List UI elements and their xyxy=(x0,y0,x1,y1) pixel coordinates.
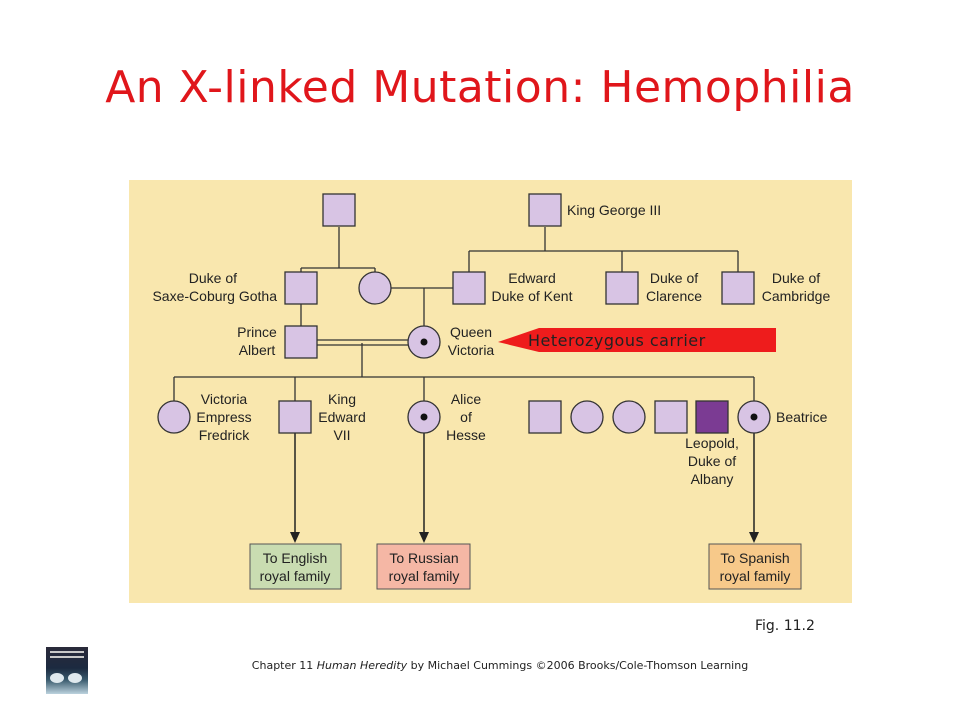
victoria-empress-circle xyxy=(157,400,191,434)
empress-label-1: Victoria xyxy=(201,391,248,407)
leopold-label-3: Albany xyxy=(691,471,734,487)
leopold-affected-square xyxy=(695,400,729,434)
cambridge-label-2: Cambridge xyxy=(762,288,831,304)
english-royal-family-box xyxy=(249,543,342,590)
sibling-female-circle-1 xyxy=(570,400,604,434)
footer-book-title: Human Heredity xyxy=(316,659,408,672)
queen-victoria-carrier-dot xyxy=(420,338,428,346)
spanish-box-label-1: To Spanish xyxy=(720,550,789,566)
sibling-male-square-2 xyxy=(654,400,688,434)
spanish-box-label-2: royal family xyxy=(720,568,791,584)
king-george-label: King George III xyxy=(567,202,661,218)
edward7-label-2: Edward xyxy=(318,409,365,425)
clarence-label-1: Duke of xyxy=(650,270,698,286)
russian-box-label-2: royal family xyxy=(389,568,460,584)
prince-albert-square xyxy=(284,325,318,359)
arrowheads xyxy=(290,532,759,543)
leopold-label-2: Duke of xyxy=(688,453,736,469)
alice-carrier-dot xyxy=(420,413,428,421)
alice-label-3: Hesse xyxy=(446,427,486,443)
english-box-label-1: To English xyxy=(263,550,328,566)
victoria-label-2: Victoria xyxy=(448,342,495,358)
english-box-label-2: royal family xyxy=(260,568,331,584)
victoria-label-1: Queen xyxy=(450,324,492,340)
leopold-label-1: Leopold, xyxy=(685,435,739,451)
footer-chapter: Chapter 11 xyxy=(251,659,314,672)
empress-label-2: Empress xyxy=(196,409,251,425)
edward-duke-kent-square xyxy=(452,271,486,305)
pedigree-figure: King George III Duke of Saxe-Coburg Goth… xyxy=(129,180,852,603)
empress-label-3: Fredrick xyxy=(199,427,251,443)
russian-box-label-1: To Russian xyxy=(389,550,458,566)
saxe-wife-circle xyxy=(358,271,392,305)
russian-royal-family-box xyxy=(376,543,471,590)
heterozygous-carrier-arrow xyxy=(498,328,776,352)
duke-saxe-label-1: Duke of xyxy=(189,270,237,286)
edward-label-2: Duke of Kent xyxy=(492,288,573,304)
slide-title: An X-linked Mutation: Hemophilia xyxy=(105,62,855,113)
edward-label-1: Edward xyxy=(508,270,555,286)
sibling-female-circle-2 xyxy=(612,400,646,434)
ancestor-male-square xyxy=(322,193,356,227)
king-edward-vii-square xyxy=(278,400,312,434)
duke-saxe-coburg-square xyxy=(284,271,318,305)
alice-label-1: Alice xyxy=(451,391,482,407)
beatrice-carrier-dot xyxy=(750,413,758,421)
albert-label-2: Albert xyxy=(239,342,276,358)
alice-label-2: of xyxy=(460,409,472,425)
book-cover-thumbnail xyxy=(46,647,88,694)
descent-arrows xyxy=(294,433,755,532)
clarence-label-2: Clarence xyxy=(646,288,702,304)
pedigree-lines xyxy=(173,227,755,402)
spanish-royal-family-box xyxy=(708,543,802,590)
duke-cambridge-square xyxy=(721,271,755,305)
figure-caption: Fig. 11.2 xyxy=(755,618,815,634)
duke-clarence-square xyxy=(605,271,639,305)
footer-credit: by Michael Cummings ©2006 Brooks/Cole-Th… xyxy=(410,659,749,672)
king-george-iii-square xyxy=(528,193,562,227)
duke-saxe-label-2: Saxe-Coburg Gotha xyxy=(152,288,277,304)
pedigree-chart: King George III Duke of Saxe-Coburg Goth… xyxy=(152,193,831,590)
beatrice-label: Beatrice xyxy=(776,409,828,425)
cambridge-label-1: Duke of xyxy=(772,270,820,286)
heterozygous-carrier-label: Heterozygous carrier xyxy=(528,331,706,350)
edward7-label-1: King xyxy=(328,391,356,407)
sibling-male-square-1 xyxy=(528,400,562,434)
albert-label-1: Prince xyxy=(237,324,277,340)
edward7-label-3: VII xyxy=(333,427,350,443)
slide-footer: Chapter 11 Human Heredity by Michael Cum… xyxy=(240,659,760,672)
